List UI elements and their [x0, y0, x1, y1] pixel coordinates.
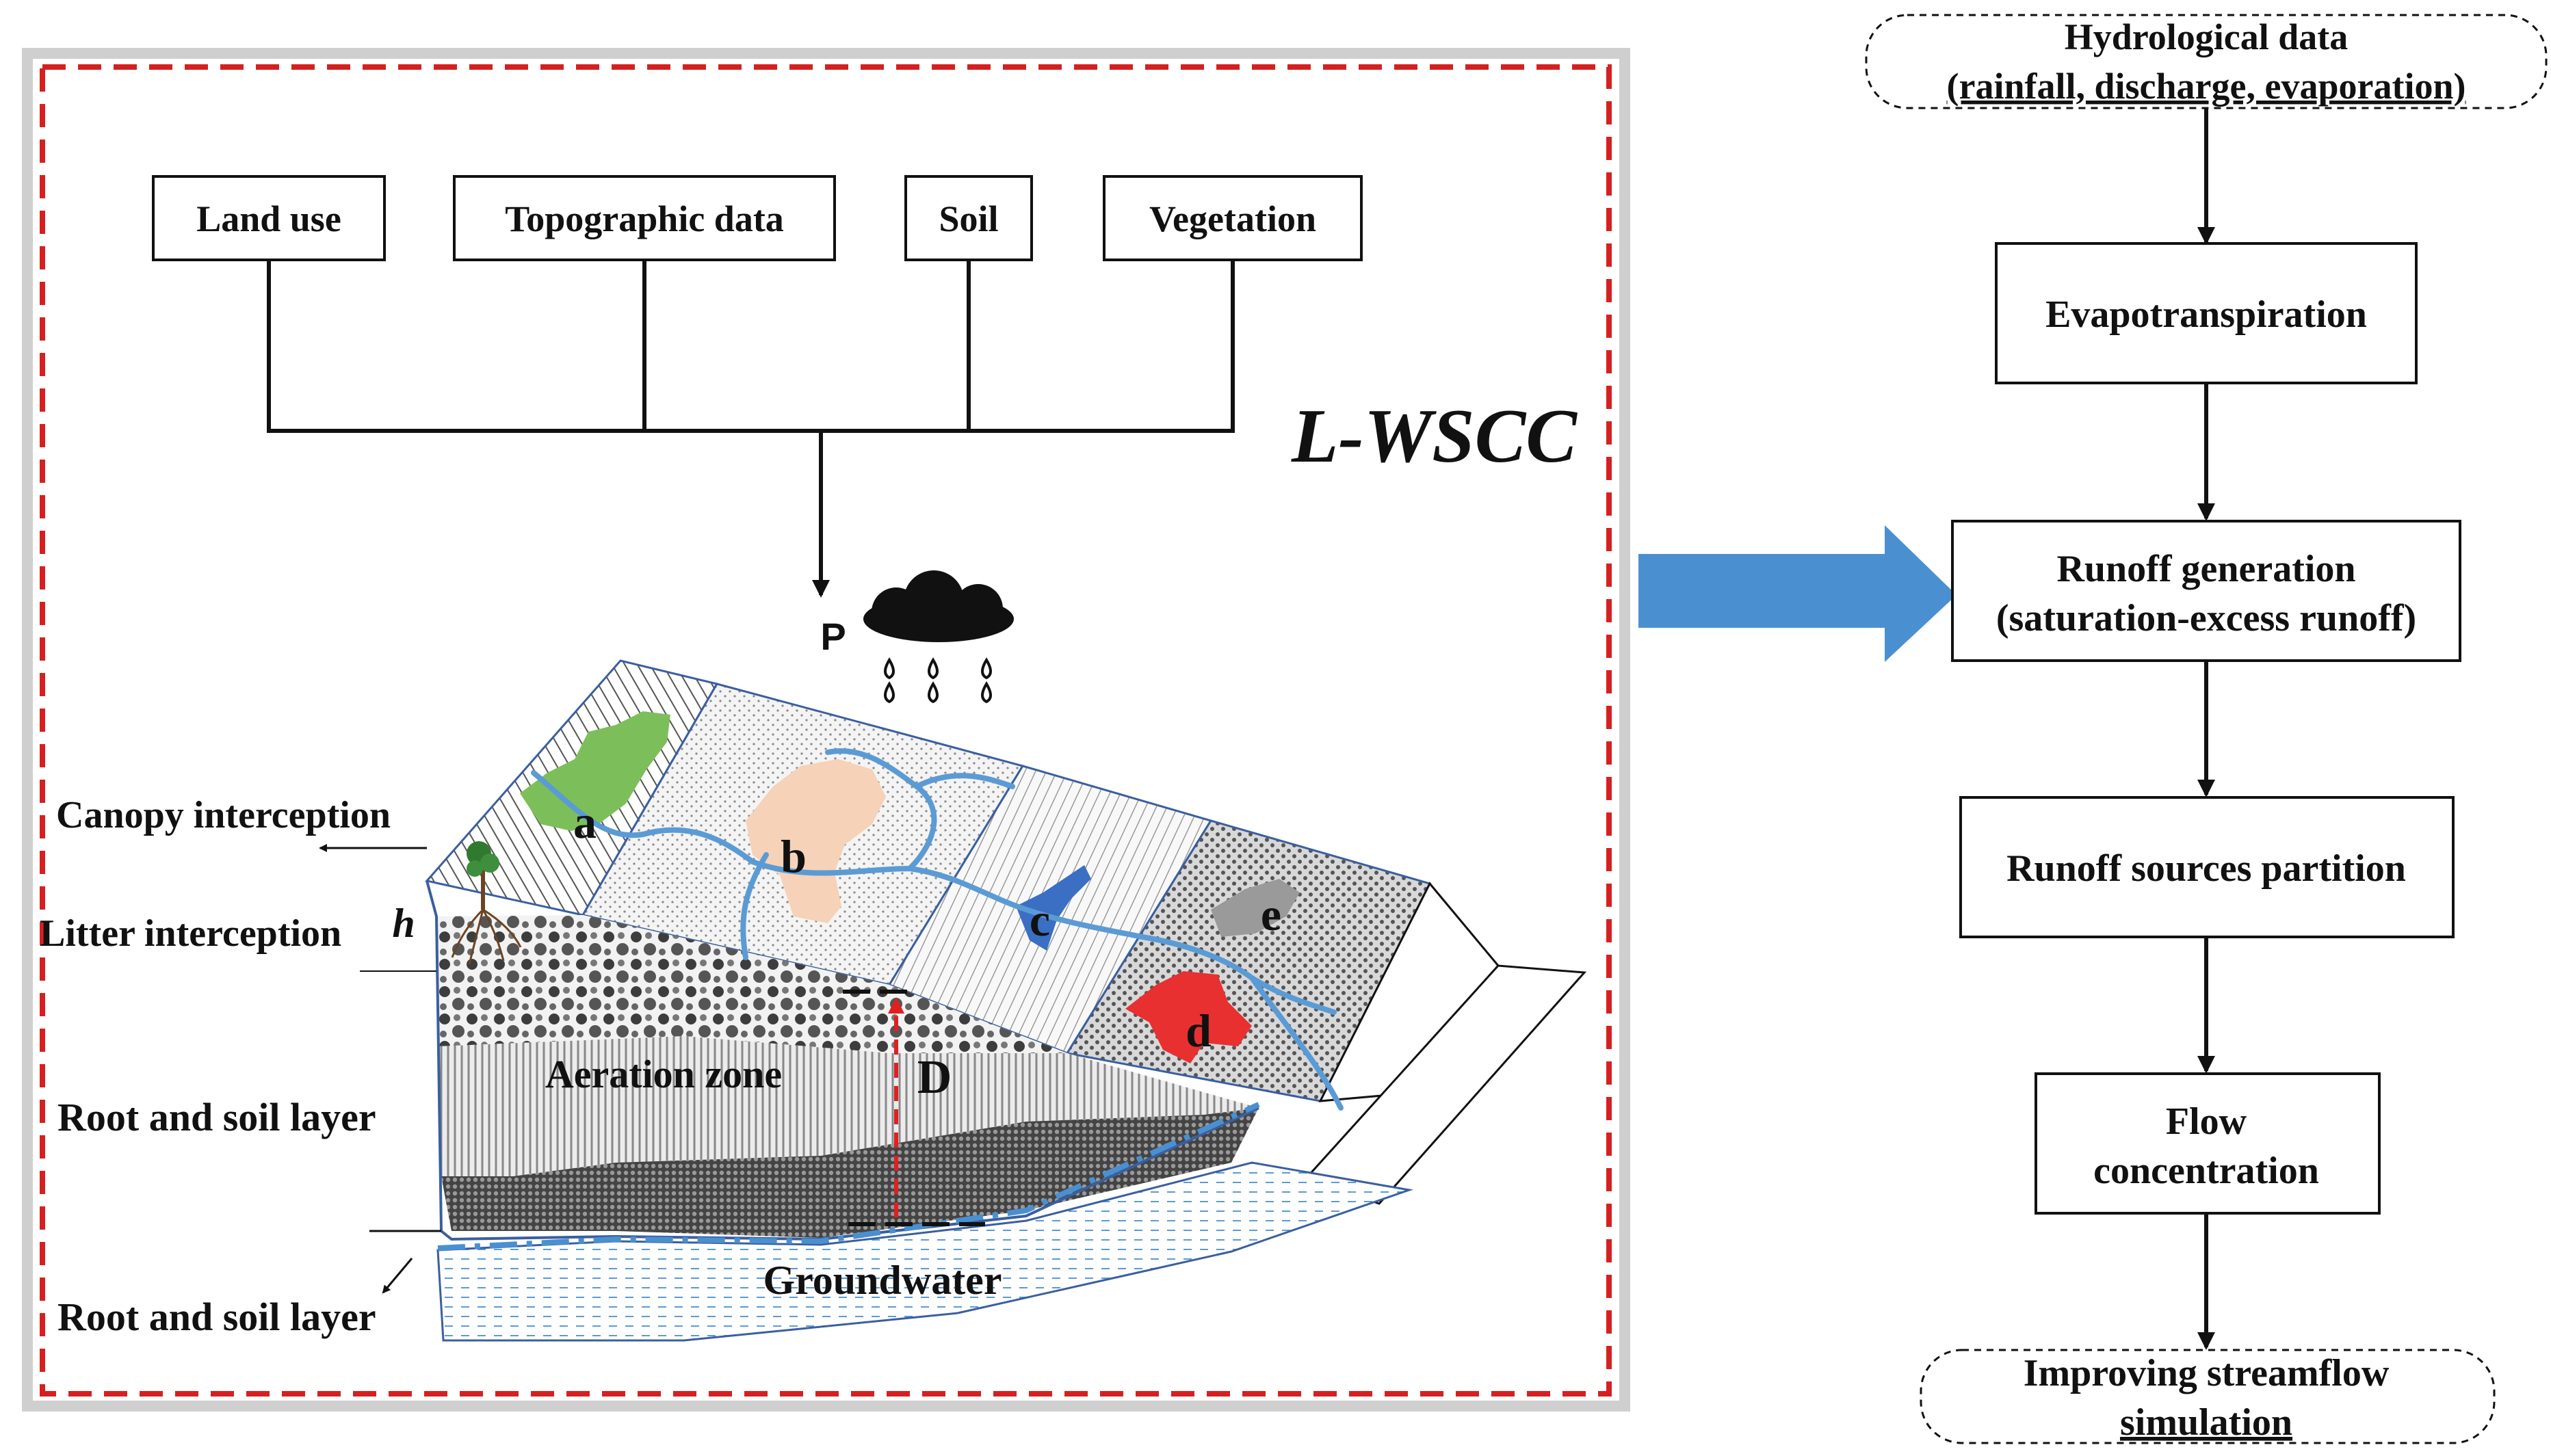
zone-c-label: c: [1030, 894, 1050, 946]
depth-marker: [843, 990, 985, 1226]
flow-runoff-partition: Runoff sources partition: [1959, 796, 2455, 938]
runoff-gen-line2: (saturation-excess runoff): [1996, 597, 2416, 639]
river-network: [531, 748, 1344, 1111]
flow-runoff-generation: Runoff generation (saturation-excess run…: [1951, 520, 2461, 662]
depth-label: D: [917, 1051, 952, 1104]
water-table-line: [437, 1102, 1260, 1251]
input-box-soil: Soil: [904, 175, 1033, 261]
hydro-data-line1: Hydrological data: [2065, 16, 2349, 57]
flow-evapotranspiration: Evapotranspiration: [1995, 242, 2418, 384]
rain-cloud-icon: [863, 570, 1014, 704]
groundwater-label: Groundwater: [763, 1258, 1002, 1303]
hydro-data-line2: (rainfall, discharge, evaporation): [1947, 66, 2466, 107]
zone-b-patch: [746, 759, 886, 923]
groundwater-ref-arrow: [382, 1258, 413, 1294]
land-use-label: Land use: [196, 198, 341, 239]
hillslope-outline: [426, 880, 1259, 1241]
zone-a-patch: [520, 711, 670, 831]
flow-concentration: Flow concentration: [2035, 1072, 2381, 1215]
zone-c-patch: [1016, 865, 1091, 951]
zone-e-label: e: [1261, 888, 1281, 940]
big-transition-arrow: [1638, 525, 1957, 662]
model-name: L-WSCC: [1291, 394, 1578, 479]
lwscc-frame: [40, 64, 1612, 1397]
lwscc-frame-shadow: [22, 48, 1630, 1412]
evapotranspiration-label: Evapotranspiration: [2045, 293, 2367, 336]
precip-label: P: [820, 615, 846, 658]
h-label: h: [392, 901, 415, 946]
litter-interception-label: Litter interception: [40, 912, 341, 955]
zone-a-label: a: [573, 796, 597, 848]
soil-label: Soil: [939, 198, 998, 239]
tree-icon: [451, 841, 522, 965]
improve-line1: Improving streamflow: [2024, 1352, 2390, 1394]
aeration-zone-label: Aeration zone: [545, 1052, 782, 1096]
deep-soil-layer: [441, 1108, 1259, 1238]
zone-b-label: b: [781, 830, 807, 882]
improve-line2: simulation: [2120, 1401, 2292, 1444]
topographic-label: Topographic data: [505, 198, 784, 239]
flow-conc-line2: concentration: [2093, 1150, 2319, 1192]
zone-d-patch: [1125, 971, 1252, 1063]
flow-improving-streamflow: Improving streamflow simulation: [1920, 1349, 2496, 1444]
upper-soil-layer: [436, 915, 1067, 1053]
vegetation-label: Vegetation: [1149, 198, 1316, 239]
zone-e-patch: [1211, 879, 1300, 937]
zone-d-label: d: [1186, 1005, 1212, 1057]
runoff-partition-label: Runoff sources partition: [2006, 847, 2406, 890]
input-box-vegetation: Vegetation: [1103, 175, 1363, 261]
aeration-zone-layer: [438, 1036, 1259, 1176]
root-soil-layer-lower-label: Root and soil layer: [57, 1295, 376, 1339]
flow-hydrological-data: Hydrological data (rainfall, discharge, …: [1865, 14, 2548, 109]
root-soil-layer-upper-label: Root and soil layer: [57, 1095, 376, 1139]
input-connector: [267, 260, 1235, 598]
flow-conc-line1: Flow: [2166, 1100, 2247, 1143]
input-box-land-use: Land use: [152, 175, 386, 261]
input-box-topographic: Topographic data: [453, 175, 836, 261]
groundwater-layer: [436, 1161, 1413, 1342]
runoff-gen-line1: Runoff generation: [2056, 548, 2355, 590]
canopy-interception-label: Canopy interception: [56, 794, 391, 836]
